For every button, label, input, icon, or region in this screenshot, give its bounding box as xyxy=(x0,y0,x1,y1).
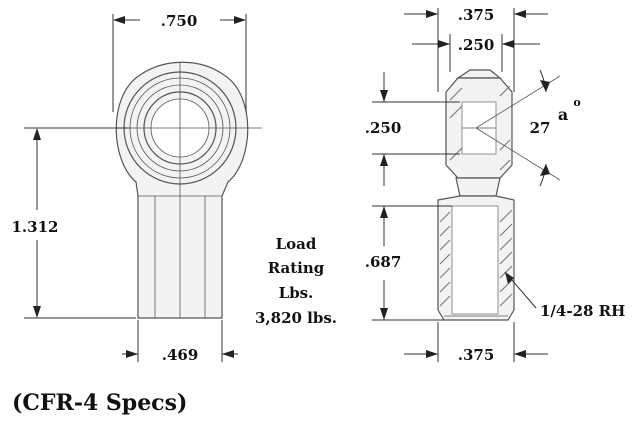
angle-label: 27 xyxy=(530,119,551,137)
shank-width-label: .469 xyxy=(162,346,199,364)
caption: (CFR-4 Specs) xyxy=(12,390,187,416)
load-line-3: Lbs. xyxy=(279,284,314,302)
housing-width-label: .750 xyxy=(161,12,198,30)
ball-top-cap xyxy=(456,69,502,79)
neck xyxy=(455,177,501,197)
load-line-2: Rating xyxy=(268,259,325,277)
base-width-label: .375 xyxy=(458,346,495,364)
thread-length-label: .687 xyxy=(365,253,402,271)
front-view: .750 1.312 .469 xyxy=(12,12,262,364)
threaded-bore xyxy=(451,205,499,315)
side-width-label: .375 xyxy=(458,6,495,24)
bore-label: .250 xyxy=(365,119,402,137)
thread-hatch xyxy=(439,209,513,307)
load-rating-block: Load Rating Lbs. 3,820 lbs. xyxy=(255,235,337,327)
angle-unit-label: a xyxy=(558,105,568,124)
thread-spec-label: 1/4-28 RH xyxy=(540,302,625,320)
degree-symbol: o xyxy=(573,96,580,109)
side-view: .375 .250 .250 27 a o .687 xyxy=(365,6,626,364)
ball-width-label: .250 xyxy=(458,36,495,54)
load-line-1: Load xyxy=(276,235,317,253)
load-value: 3,820 lbs. xyxy=(255,309,337,327)
overall-length-label: 1.312 xyxy=(12,218,59,236)
